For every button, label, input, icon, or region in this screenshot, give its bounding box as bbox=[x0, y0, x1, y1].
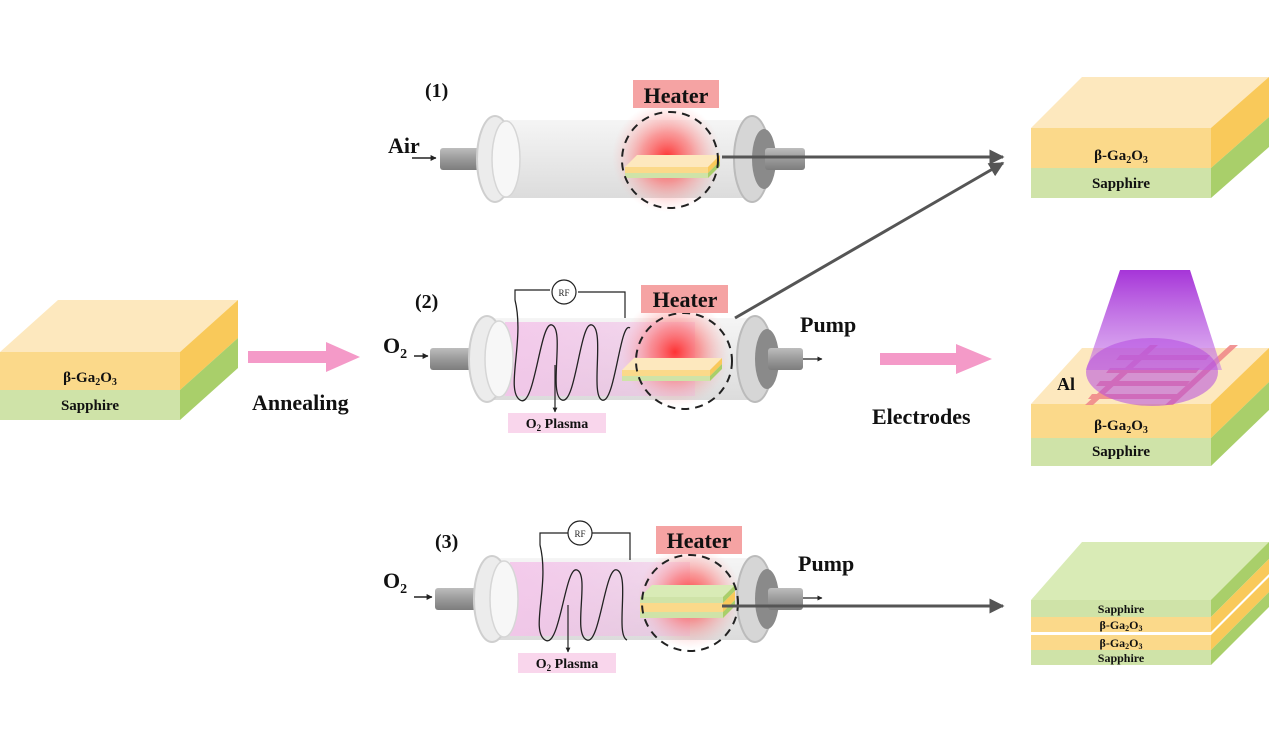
sapphire-label: Sapphire bbox=[1092, 176, 1150, 192]
ga2o3-label: β-Ga2O3 bbox=[1094, 418, 1148, 436]
step-1-label: (1) bbox=[425, 80, 448, 102]
o2-plasma-label: O2 Plasma bbox=[526, 417, 588, 433]
heater-label-bg bbox=[641, 285, 728, 313]
arrow-furnace2-to-result bbox=[734, 161, 1005, 320]
o2-plasma-label: O2 Plasma bbox=[536, 657, 598, 673]
o2-plasma-label-bg bbox=[518, 653, 616, 673]
step-2-label: (2) bbox=[415, 291, 438, 313]
inlet-rod bbox=[435, 588, 485, 610]
ga2o3-lower-label: β-Ga2O3 bbox=[1100, 636, 1143, 651]
rf-source bbox=[551, 279, 577, 305]
rf-coil bbox=[513, 299, 631, 402]
sapphire-top-label: Sapphire bbox=[1098, 602, 1145, 616]
air-label: Air bbox=[388, 133, 420, 158]
annealing-label: Annealing bbox=[252, 390, 349, 415]
furnace-1: (1) Heater Air bbox=[388, 80, 805, 212]
electrodes-label: Electrodes bbox=[872, 404, 971, 429]
sapphire-label: Sapphire bbox=[1092, 444, 1150, 460]
ga2o3-label: β-Ga2O3 bbox=[63, 370, 117, 388]
heater-zone-circle bbox=[641, 554, 739, 652]
o2-plasma-label-bg bbox=[508, 413, 606, 433]
result-device-electrodes: Al β-Ga2O3 Sapphire bbox=[1031, 270, 1269, 466]
ga2o3-upper-label: β-Ga2O3 bbox=[1100, 618, 1143, 633]
pump-label: Pump bbox=[800, 312, 856, 337]
inlet-rod bbox=[430, 348, 480, 370]
heater-label: Heater bbox=[653, 287, 718, 312]
pump-label: Pump bbox=[798, 551, 854, 576]
heater-zone-circle bbox=[621, 111, 719, 209]
initial-substrate: β-Ga2O3 Sapphire bbox=[0, 300, 238, 420]
furnace-3: (3) RF O2 Plasma Heater O2 Pump bbox=[383, 520, 854, 673]
outlet-rod bbox=[768, 348, 803, 370]
rf-label: RF bbox=[558, 288, 569, 298]
step-3-label: (3) bbox=[435, 531, 458, 553]
annealing-arrow bbox=[248, 342, 360, 372]
furnace-2: (2) RF O2 Plasma Heater O2 Pump bbox=[383, 279, 856, 433]
o2-inlet-label: O2 bbox=[383, 568, 407, 597]
sapphire-label: Sapphire bbox=[61, 398, 119, 414]
rf-source bbox=[567, 520, 593, 546]
heater-label-bg bbox=[656, 526, 742, 554]
inlet-rod bbox=[440, 148, 485, 170]
result-stacked-substrates: Sapphire β-Ga2O3 β-Ga2O3 Sapphire bbox=[1031, 542, 1269, 665]
o2-inlet-label: O2 bbox=[383, 333, 407, 362]
rf-coil bbox=[538, 544, 628, 642]
electrodes-arrow bbox=[880, 344, 992, 374]
rf-label: RF bbox=[574, 529, 585, 539]
outlet-rod bbox=[765, 148, 805, 170]
sapphire-bottom-label: Sapphire bbox=[1098, 651, 1145, 665]
heater-label: Heater bbox=[644, 83, 709, 108]
heater-label: Heater bbox=[667, 528, 732, 553]
ga2o3-label: β-Ga2O3 bbox=[1094, 148, 1148, 166]
heater-label-bg bbox=[633, 80, 719, 108]
uv-spot bbox=[1086, 338, 1218, 406]
al-label: Al bbox=[1057, 374, 1075, 394]
result-substrate-air: β-Ga2O3 Sapphire bbox=[1031, 77, 1269, 198]
